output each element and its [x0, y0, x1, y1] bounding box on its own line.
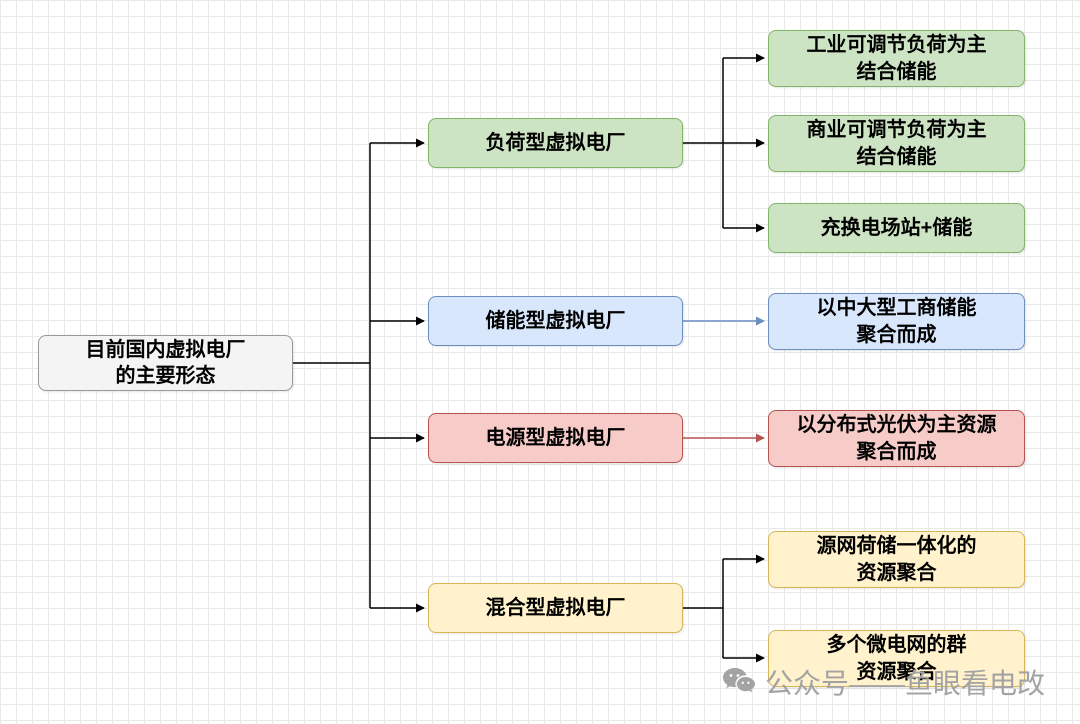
leaf-storage-aggregation-node: 以中大型工商储能 聚合而成 [768, 293, 1025, 350]
leaf-distributed-pv-node: 以分布式光伏为主资源 聚合而成 [768, 410, 1025, 467]
watermark-text: 公众号——鱼眼看电改 [765, 668, 1046, 699]
root-node: 目前国内虚拟电厂 的主要形态 [38, 335, 293, 391]
leaf-commercial-load-node: 商业可调节负荷为主 结合储能 [768, 115, 1025, 172]
wechat-icon [722, 666, 756, 698]
branch-power-node: 电源型虚拟电厂 [428, 413, 683, 463]
branch-storage-node: 储能型虚拟电厂 [428, 296, 683, 346]
connector-load-trunk [683, 58, 724, 228]
branch-load-node: 负荷型虚拟电厂 [428, 118, 683, 168]
leaf-microgrid-group-node: 多个微电网的群 资源聚合 [768, 630, 1025, 687]
leaf-industrial-load-node: 工业可调节负荷为主 结合储能 [768, 30, 1025, 87]
watermark: 公众号——鱼眼看电改 [722, 662, 1045, 702]
branch-hybrid-node: 混合型虚拟电厂 [428, 583, 683, 633]
connector-hybrid-trunk [683, 559, 724, 658]
leaf-charging-station-node: 充换电场站+储能 [768, 203, 1025, 253]
leaf-integrated-resources-node: 源网荷储一体化的 资源聚合 [768, 531, 1025, 588]
connector-root-trunk [293, 143, 371, 608]
